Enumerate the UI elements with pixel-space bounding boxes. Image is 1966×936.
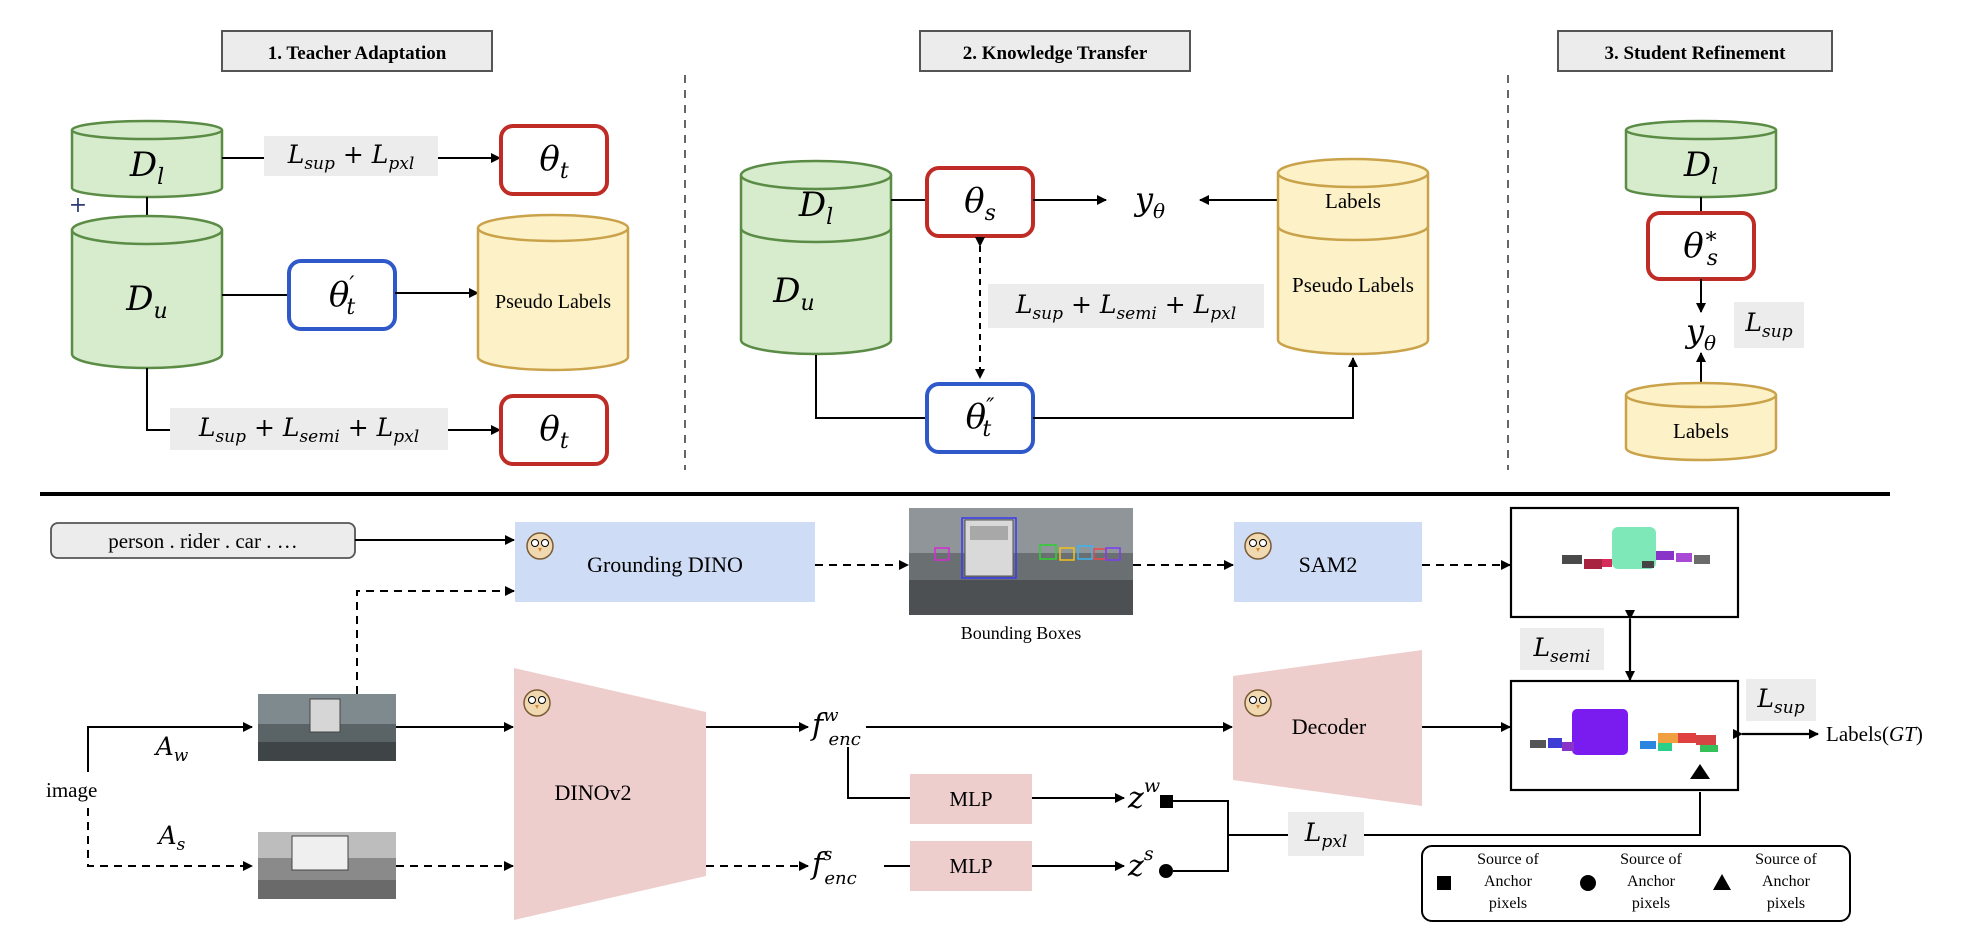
legend-item-3-line-3: pixels [1767, 895, 1805, 912]
stage-title-student: 3. Student Refinement [1604, 43, 1786, 64]
anchor-triangle-marker [1690, 764, 1710, 779]
svg-text:θs: θs [964, 181, 996, 226]
aug-strong-label: As [157, 821, 186, 855]
legend-triangle-icon [1713, 874, 1731, 890]
legend-item-2-line-3: pixels [1632, 895, 1670, 912]
svg-text:DINOv2: DINOv2 [555, 780, 632, 805]
sam-mask-output [1509, 506, 1740, 619]
pseudo-labels-cylinder-1: Pseudo Labels [476, 213, 630, 372]
svg-text:person . rider . car . …: person . rider . car . … [108, 529, 298, 553]
projection-strong: zs [1127, 843, 1154, 884]
loss-sup-label-bottom: Lsup [1746, 679, 1816, 721]
svg-text:Lsemi: Lsemi [1533, 633, 1591, 667]
legend-circle-icon [1580, 875, 1596, 891]
legend-item-3-line-1: Source of [1755, 851, 1817, 868]
legend-item-1-line-1: Source of [1477, 851, 1539, 868]
projection-weak: zw [1127, 775, 1160, 816]
loss-sup-label-3: Lsup [1734, 302, 1804, 348]
svg-text:Du: Du [125, 279, 167, 324]
dataset-unlabeled-cylinder: Du [70, 214, 224, 370]
loss-pxl-label: Lpxl [1288, 812, 1364, 856]
svg-text:Labels: Labels [1673, 419, 1729, 443]
svg-text:Dl: Dl [798, 185, 833, 230]
svg-text:Lsup + Lpxl: Lsup + Lpxl [287, 140, 415, 174]
prediction-y-3: yθ [1684, 312, 1716, 355]
labels-pseudo-cylinder: Labels Pseudo Labels [1276, 157, 1430, 356]
teacher-theta-box-1: θt [499, 124, 609, 196]
dataset-labeled-cylinder-3: Dl [1624, 119, 1778, 199]
svg-text:θ∗s: θ∗s [1683, 224, 1718, 271]
svg-text:Dl: Dl [1683, 145, 1718, 190]
text-prompt-box: person . rider . car . … [50, 522, 356, 559]
decoder-block: Decoder [1233, 650, 1422, 806]
loss-sup-pxl-label: Lsup + Lpxl [264, 136, 438, 176]
svg-text:Lsup: Lsup [1744, 308, 1792, 342]
student-theta-box: θs [925, 166, 1035, 238]
loss-semi-label: Lsemi [1520, 628, 1604, 670]
stage-header-teacher: 1. Teacher Adaptation [221, 30, 493, 72]
svg-text:Du: Du [772, 271, 814, 316]
svg-text:Pseudo Labels: Pseudo Labels [1292, 273, 1414, 297]
anchor-square-marker [1160, 795, 1173, 808]
mlp-box-weak: MLP [910, 774, 1032, 824]
stage-title-teacher: 1. Teacher Adaptation [268, 43, 447, 64]
svg-text:Grounding DINO: Grounding DINO [587, 552, 743, 577]
aug-weak-label: Aw [154, 732, 189, 766]
stage-header-student: 3. Student Refinement [1557, 30, 1833, 72]
svg-text:MLP: MLP [949, 787, 992, 811]
svg-text:Lpxl: Lpxl [1304, 818, 1348, 852]
stage-title-transfer: 2. Knowledge Transfer [963, 43, 1148, 64]
anchor-circle-marker [1159, 864, 1173, 878]
prediction-y-1: yθ [1133, 180, 1165, 223]
legend: Source of Anchor pixels Source of Anchor… [1421, 845, 1851, 922]
labels-cylinder-3: Labels [1624, 381, 1778, 462]
owl-icon [1244, 689, 1272, 717]
dataset-combined-cylinder: Dl Du [739, 159, 893, 356]
svg-text:Decoder: Decoder [1292, 714, 1367, 739]
svg-text:θt: θt [539, 139, 568, 184]
mlp-box-strong: MLP [910, 841, 1032, 891]
svg-text:Labels: Labels [1325, 189, 1381, 213]
legend-item-2-line-1: Source of [1620, 851, 1682, 868]
strong-augmented-image [258, 832, 396, 899]
owl-icon [1244, 532, 1272, 560]
dinov2-encoder: DINOv2 [514, 668, 706, 920]
grounding-dino-box: Grounding DINO [515, 522, 815, 602]
bounding-boxes-image [909, 508, 1133, 615]
svg-text:MLP: MLP [949, 854, 992, 878]
loss-sup-semi-pxl-label-2: Lsup + Lsemi + Lpxl [988, 284, 1264, 328]
svg-text:θ′t: θ′t [329, 273, 355, 320]
plus-sign: + [69, 193, 87, 218]
owl-icon [526, 532, 554, 560]
labels-gt: Labels(GT) [1826, 722, 1923, 746]
weak-augmented-image [258, 694, 396, 761]
legend-item-3-line-2: Anchor [1762, 873, 1811, 890]
dataset-labeled-cylinder: Dl [70, 119, 224, 199]
svg-text:Pseudo Labels: Pseudo Labels [495, 291, 611, 313]
student-refined-theta-box: θ∗s [1646, 211, 1756, 281]
teacher-prime-box: θ′t [287, 259, 397, 331]
svg-text:SAM2: SAM2 [1299, 552, 1358, 577]
legend-item-1-line-3: pixels [1489, 895, 1527, 912]
teacher-double-prime-box: θ″t [925, 382, 1035, 454]
stage-header-transfer: 2. Knowledge Transfer [919, 30, 1191, 72]
svg-text:Lsup: Lsup [1756, 684, 1804, 718]
svg-text:Dl: Dl [129, 145, 164, 190]
legend-square-icon [1437, 876, 1451, 890]
image-label: image [46, 778, 97, 802]
teacher-theta-box-2: θt [499, 394, 609, 466]
svg-text:Lsup + Lsemi + Lpxl: Lsup + Lsemi + Lpxl [198, 413, 419, 447]
svg-text:θ″t: θ″t [966, 395, 995, 442]
svg-text:Lsup + Lsemi + Lpxl: Lsup + Lsemi + Lpxl [1015, 290, 1236, 324]
owl-icon [523, 689, 551, 717]
legend-item-2-line-2: Anchor [1627, 873, 1676, 890]
loss-sup-semi-pxl-label-1: Lsup + Lsemi + Lpxl [170, 408, 448, 450]
sam2-box: SAM2 [1234, 522, 1422, 602]
legend-item-1-line-2: Anchor [1484, 873, 1533, 890]
bounding-boxes-caption: Bounding Boxes [961, 623, 1082, 643]
svg-text:θt: θt [539, 409, 568, 454]
